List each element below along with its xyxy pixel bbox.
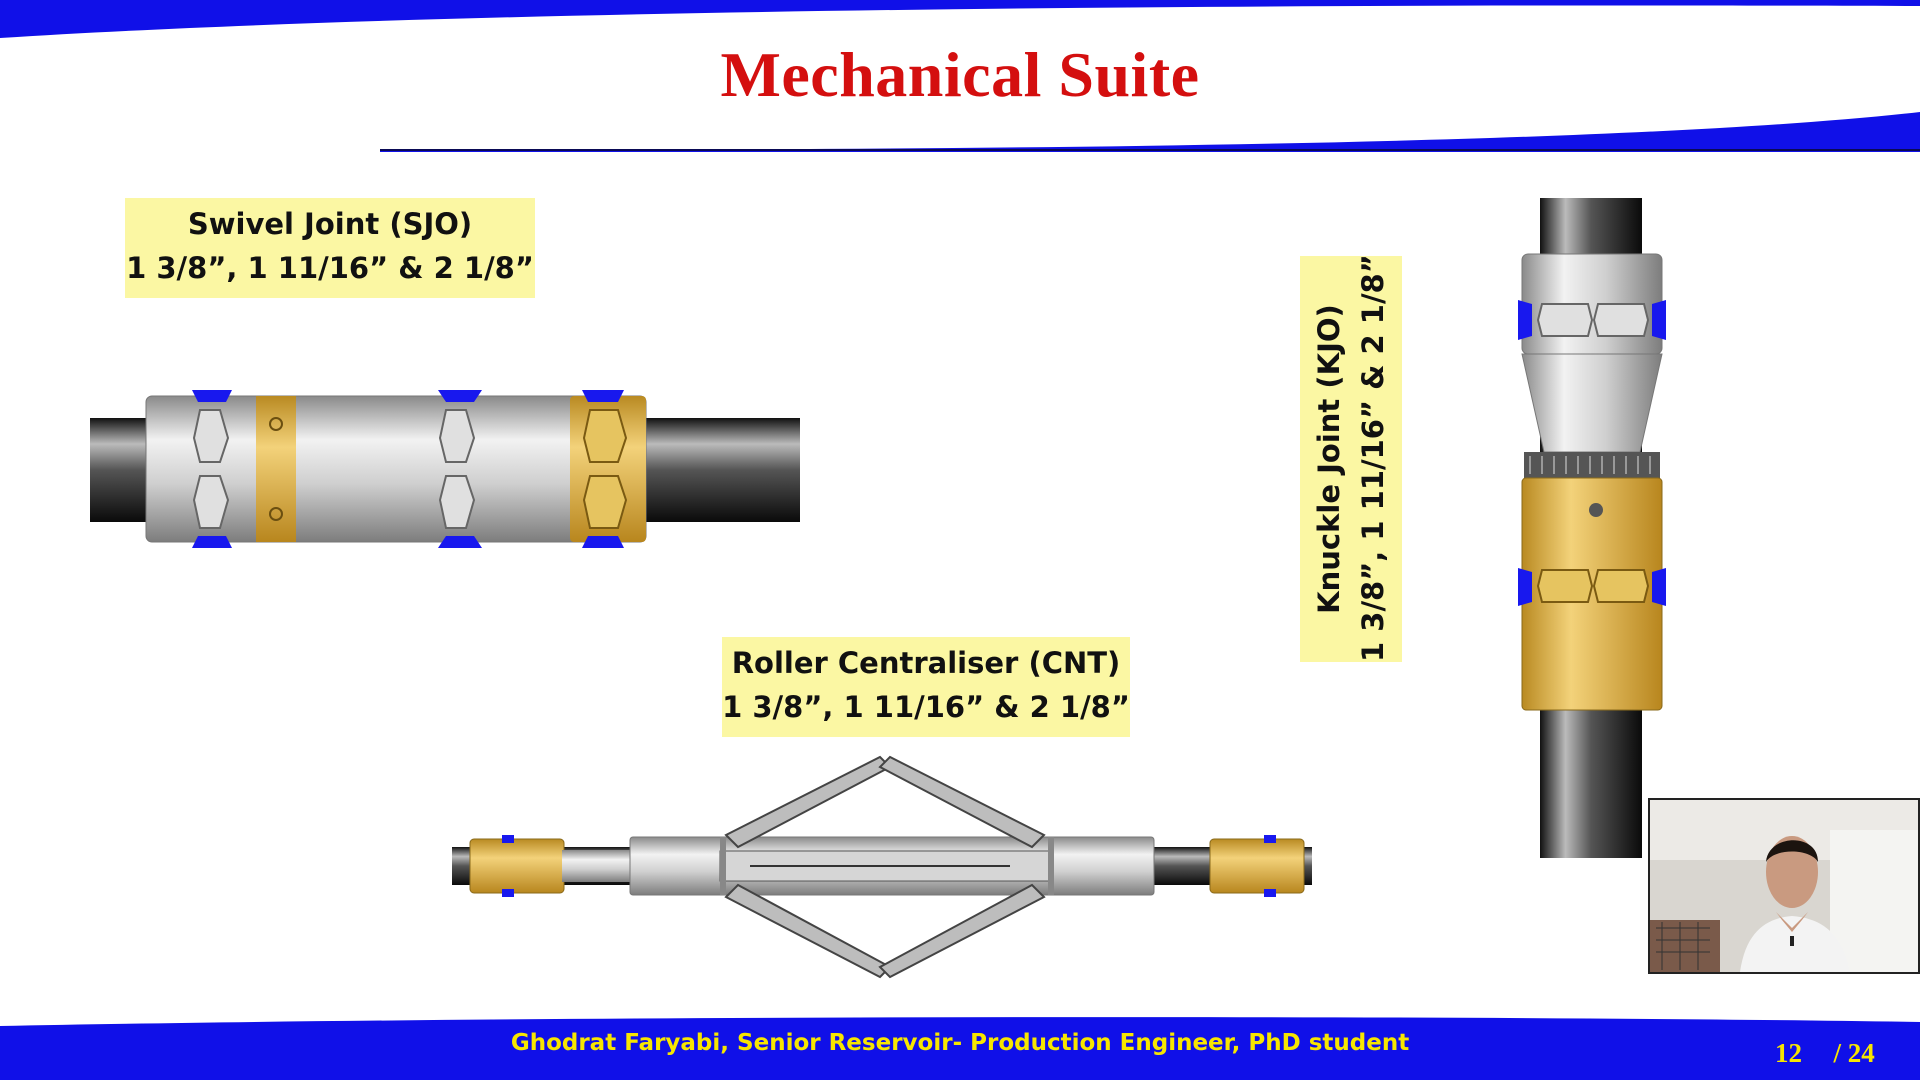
swivel-joint-label: Swivel Joint (SJO) 1 3/8”, 1 11/16” & 2 … <box>125 198 535 298</box>
knuckle-joint-sizes: 1 3/8”, 1 11/16” & 2 1/8” <box>1356 254 1390 662</box>
page-current: 12 <box>1775 1038 1802 1068</box>
roller-centraliser-label: Roller Centraliser (CNT) 1 3/8”, 1 11/16… <box>722 637 1130 737</box>
footer-author: Ghodrat Faryabi, Senior Reservoir- Produ… <box>510 1030 1410 1056</box>
swivel-joint-name: Swivel Joint (SJO) <box>187 207 473 241</box>
page-total: / 24 <box>1833 1038 1875 1068</box>
footer-band <box>0 1017 1920 1080</box>
knuckle-joint-name: Knuckle Joint (KJO) <box>1312 304 1346 614</box>
slide-title: Mechanical Suite <box>720 39 1200 110</box>
knuckle-joint-label: Knuckle Joint (KJO) 1 3/8”, 1 11/16” & 2… <box>1300 254 1402 662</box>
header-band <box>0 0 1920 152</box>
roller-centraliser-sizes: 1 3/8”, 1 11/16” & 2 1/8” <box>722 690 1130 724</box>
roller-centraliser-name: Roller Centraliser (CNT) <box>731 646 1121 680</box>
swivel-joint-sizes: 1 3/8”, 1 11/16” & 2 1/8” <box>126 251 534 285</box>
knuckle-joint-illustration <box>1518 198 1666 858</box>
page-number: 12 / 24 <box>1775 1038 1875 1069</box>
roller-centraliser-illustration <box>452 755 1312 979</box>
presenter-thumbnail <box>1650 800 1918 972</box>
presenter-video[interactable] <box>1648 798 1920 974</box>
swivel-joint-illustration <box>90 390 800 548</box>
